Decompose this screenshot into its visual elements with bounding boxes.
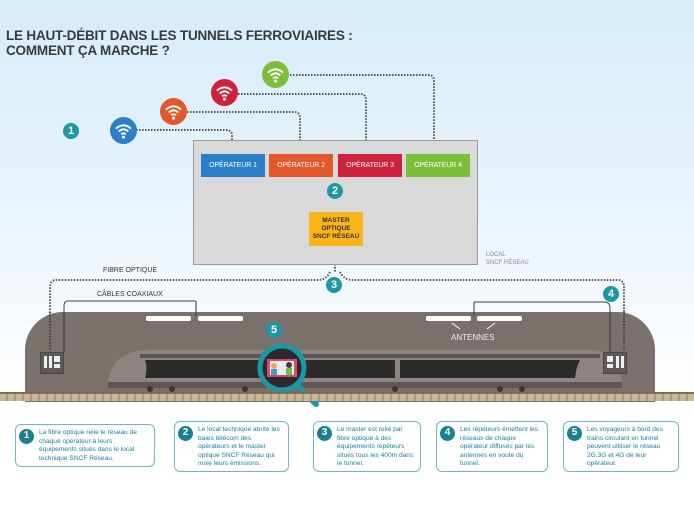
wifi-icon-operator-1: [110, 117, 137, 144]
rail-track: [0, 393, 694, 401]
train-wheel: [519, 386, 525, 392]
info-card-2: 2 Le local technique abrite les baies té…: [174, 421, 289, 472]
master-line-3: SNCF RÉSEAU: [312, 233, 360, 240]
train-wheel: [147, 386, 153, 392]
train: [108, 350, 622, 392]
card-badge-5: 5: [567, 426, 582, 441]
antenna-right-2: [477, 316, 522, 321]
local-label-line-1: LOCAL: [486, 252, 506, 258]
antenna-arrow-left: [451, 322, 461, 330]
step-badge-3: 3: [326, 277, 342, 293]
train-windows-right: [400, 360, 580, 378]
step-badge-1: 1: [63, 123, 79, 139]
card-badge-1: 1: [19, 429, 34, 444]
antenna-right-1: [426, 316, 471, 321]
coax-cable-right: [474, 301, 611, 352]
train-wheel: [242, 386, 248, 392]
page-title: LE HAUT-DÉBIT DANS LES TUNNELS FERROVIAI…: [6, 28, 353, 58]
info-card-4: 4 Les répéteurs émettent les réseaux de …: [436, 421, 548, 472]
step-badge-5: 5: [266, 322, 282, 338]
fibre-link-operator-4: [290, 74, 440, 156]
fibre-link-operator-2: [187, 111, 306, 156]
antenna-left-1: [146, 316, 191, 321]
operator-4-box: OPÉRATEUR 4: [406, 154, 470, 177]
card-text-4: Les répéteurs émettent les réseaux de ch…: [460, 426, 539, 467]
train-wheel: [497, 386, 503, 392]
fibre-link-operator-1: [136, 129, 238, 156]
step-badge-2: 2: [327, 183, 343, 199]
local-sncf-label: LOCAL SNCF RÉSEAU: [486, 251, 529, 267]
cables-coaxiaux-label: CÂBLES COAXIAUX: [97, 291, 163, 298]
local-label-line-2: SNCF RÉSEAU: [486, 260, 529, 266]
coax-cable-left: [63, 300, 196, 352]
train-wheel: [392, 386, 398, 392]
operator-2-box: OPÉRATEUR 2: [269, 154, 333, 177]
info-card-5: 5 Les voyageurs à bord des trains circul…: [563, 421, 679, 472]
repeater-left: [40, 352, 64, 374]
master-line-2: OPTIQUE: [321, 225, 351, 232]
fibre-link-operator-3: [238, 93, 372, 156]
train-wheel: [169, 386, 175, 392]
master-line-1: MASTER: [322, 217, 350, 224]
info-card-1: 1 La fibre optique relie le réseau de ch…: [15, 424, 155, 467]
info-card-3: 3 Le master est relié par fibre optique …: [313, 421, 421, 472]
card-text-5: Les voyageurs à bord des trains circulan…: [587, 426, 663, 467]
wifi-icon-operator-4: [262, 61, 289, 88]
antenna-arrow-right: [486, 322, 496, 330]
card-badge-2: 2: [178, 426, 193, 441]
card-text-2: Le local technique abrite les baies télé…: [198, 426, 280, 467]
train-underframe: [108, 382, 622, 388]
wifi-icon-operator-2: [160, 98, 187, 125]
repeater-right: [603, 352, 627, 374]
card-text-3: Le master est relié par fibre optique à …: [337, 426, 414, 467]
operator-1-box: OPÉRATEUR 1: [201, 154, 265, 177]
card-badge-3: 3: [317, 426, 332, 441]
operator-3-box: OPÉRATEUR 3: [338, 154, 402, 177]
wifi-icon-operator-3: [211, 79, 238, 106]
card-badge-4: 4: [440, 426, 455, 441]
antennes-label: ANTENNES: [451, 333, 495, 342]
master-optique-box: MASTER OPTIQUE SNCF RÉSEAU: [309, 212, 363, 246]
fibre-link-left-repeater: [44, 271, 331, 358]
fibre-optique-label: FIBRE OPTIQUE: [103, 267, 158, 274]
antenna-left-2: [198, 316, 243, 321]
train-roof-line: [140, 354, 600, 358]
rail-line: [0, 392, 694, 394]
card-text-1: La fibre optique relie le réseau de chaq…: [39, 429, 137, 462]
title-line-2: COMMENT ÇA MARCHE ?: [6, 43, 170, 58]
step-badge-4: 4: [603, 286, 619, 302]
title-line-1: LE HAUT-DÉBIT DANS LES TUNNELS FERROVIAI…: [6, 28, 353, 43]
